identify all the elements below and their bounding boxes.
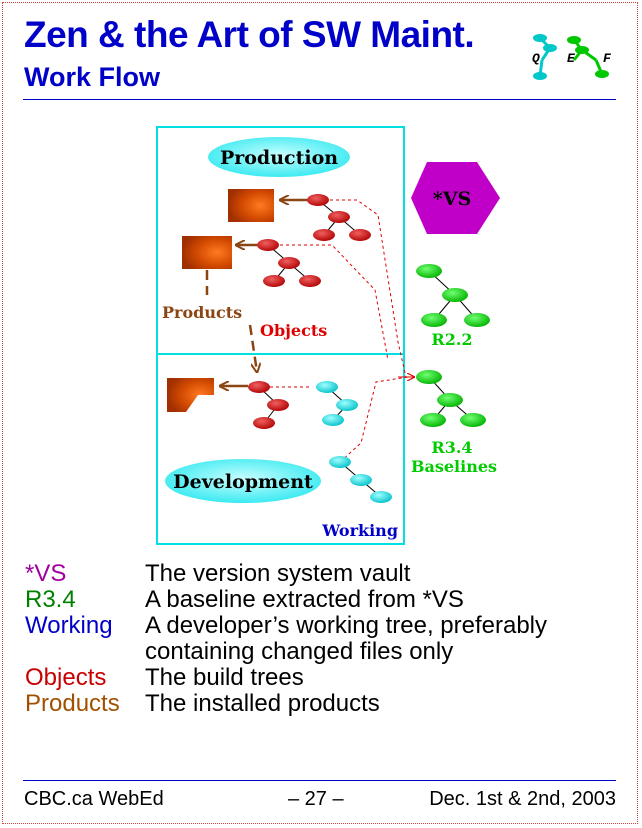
legend: *VS The version system vault R3.4 A base… [25,561,615,717]
object-node [307,194,329,206]
legend-term: Working [25,612,113,639]
logo-edges-green [572,39,604,75]
logo-node [543,44,557,52]
baseline-node [420,413,446,427]
vault-label: *VS [433,188,471,210]
logo-edges-cyan [538,36,552,77]
legend-row: Products The installed products [25,691,615,717]
legend-term: Objects [25,664,107,691]
products-label: Products [162,303,242,322]
footer-left: CBC.ca WebEd [24,788,164,810]
baseline-nodes [416,264,490,427]
object-node [253,417,275,429]
object-node [278,257,300,269]
logo-node [575,46,589,54]
baseline-node [421,313,447,327]
object-node [313,229,335,241]
dashed-links [270,199,409,463]
working-label: Working [321,521,398,540]
production-label: Production [220,147,338,169]
legend-description: The version system vault [145,560,411,587]
working-nodes [316,381,392,503]
baseline-r22-label: R2.2 [431,330,472,349]
vault-hexagon [411,162,500,234]
objects-label: Objects [260,321,327,340]
logo-node [533,72,547,80]
object-node [328,211,350,223]
legend-term: Products [25,690,120,717]
slide-subtitle: Work Flow [24,62,161,92]
legend-row: *VS The version system vault [25,561,615,587]
legend-term: R3.4 [25,586,76,613]
legend-row: R3.4 A baseline extracted from *VS [25,587,615,613]
legend-description: A developer’s working tree, preferably c… [145,612,547,665]
baseline-node [416,264,442,278]
object-node [267,399,289,411]
logo-letter-f: F [603,51,612,66]
logo-node [533,34,547,42]
working-node [329,456,351,468]
object-node [257,239,279,251]
working-node [336,399,358,411]
object-nodes [248,194,371,429]
workflow-diagram: Production Development *VS [156,126,500,545]
product-block-partial [167,378,214,412]
logo-letter-q: Q [532,51,540,66]
legend-description: The installed products [145,690,380,717]
slide-title: Zen & the Art of SW Maint. [24,14,475,55]
baseline-node [442,288,468,302]
legend-term: *VS [25,560,67,587]
working-node [370,491,392,503]
product-block-2 [182,236,232,269]
baselines-label: Baselines [411,457,497,476]
baseline-node [464,313,490,327]
production-oval [208,137,350,177]
development-label: Development [173,471,313,493]
development-box [156,353,405,545]
object-node [263,275,285,287]
working-node [316,381,338,393]
development-oval [165,459,321,503]
header-rule [23,99,616,100]
object-node [349,229,371,241]
logo-letter-e: E [567,51,576,66]
products-flow-arrow [205,270,257,372]
footer-date: Dec. 1st & 2nd, 2003 [429,788,616,810]
qef-logo: Q E F [532,34,612,80]
product-block-1 [228,189,274,222]
baseline-r34-label: R3.4 [431,438,472,457]
footer-rule [23,780,616,781]
object-node [299,275,321,287]
working-node [350,474,372,486]
object-node [248,381,270,393]
logo-node [567,36,581,44]
footer-page-number: – 27 – [288,788,344,810]
legend-description: A baseline extracted from *VS [145,586,464,613]
legend-description: The build trees [145,664,304,691]
legend-row: Objects The build trees [25,665,615,691]
working-node [322,414,344,426]
baseline-node [416,370,442,384]
legend-row: Working A developer’s working tree, pref… [25,613,615,665]
baseline-node [460,413,486,427]
logo-node [595,70,609,78]
baseline-node [437,393,463,407]
